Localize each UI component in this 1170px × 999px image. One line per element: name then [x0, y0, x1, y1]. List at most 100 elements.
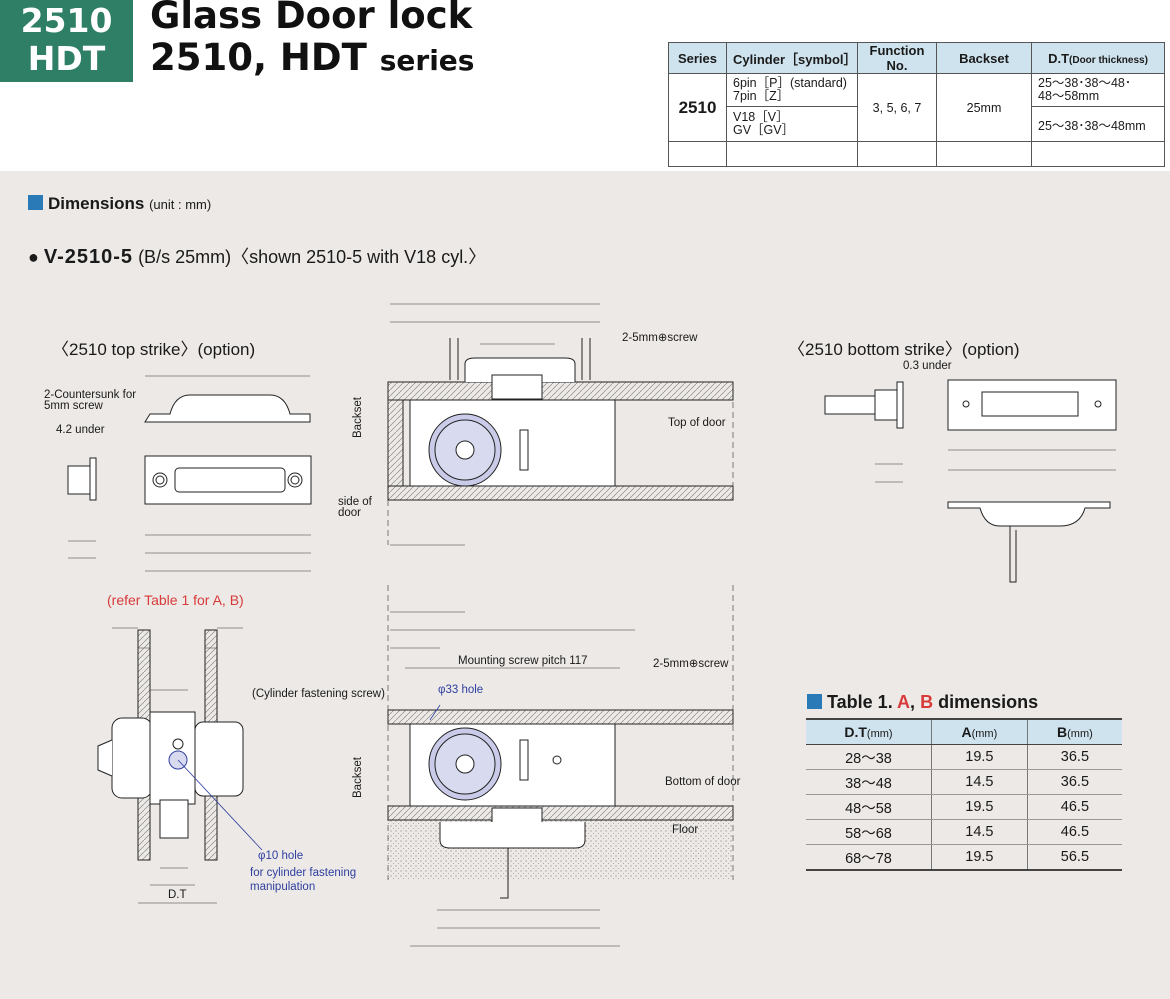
countersunk-note-2: 5mm screw: [44, 400, 103, 412]
bottom-strike-label: 〈2510 bottom strike〉(option): [788, 340, 1020, 359]
cylinder-cell-1: 6pin［P］(standard)7pin［Z］: [726, 73, 858, 107]
hole-33-label: φ33 hole: [438, 684, 484, 696]
series-spec-table: Series Cylinder［symbol］ Function No. Bac…: [668, 42, 1165, 167]
t1-cell: 46.5: [1026, 794, 1122, 820]
table1-title-suffix: dimensions: [938, 692, 1039, 712]
screw-note-mid: 2-5mm⊕screw: [653, 658, 729, 670]
side-of-door-label-2: door: [338, 507, 362, 519]
screw-note-top: 2-5mm⊕screw: [622, 332, 698, 344]
table1-title-sep: ,: [910, 692, 916, 712]
dt1-l2: 48〜58mm: [1038, 89, 1100, 103]
dt-cell-2: 25〜38･38〜48mm: [1031, 106, 1165, 142]
model-heading: ● V-2510-5 (B/s 25mm)〈shown 2510-5 with …: [28, 246, 487, 268]
t1-cell: 48～58: [806, 794, 932, 820]
table1-square-icon: [807, 694, 822, 709]
t1-cell: 14.5: [930, 819, 1028, 845]
top-strike-front-view: [144, 455, 312, 505]
main-bottom-section-view: [387, 709, 734, 899]
page-title-series-name: 2510, HDT: [150, 36, 367, 79]
badge-line-1: 2510: [20, 1, 113, 40]
hole-10-label: φ10 hole: [258, 850, 304, 862]
page-title-line-2: 2510, HDT series: [150, 36, 474, 79]
t1-cell: 19.5: [930, 744, 1028, 770]
backset-cell: 25mm: [936, 73, 1032, 142]
col-dt-suffix: (Door thickness): [1069, 54, 1148, 66]
t1-cell: 56.5: [1026, 844, 1122, 871]
bottom-strike-front-view: [947, 379, 1117, 431]
section-square-icon: [28, 195, 43, 210]
col-dt-label: D.T: [1048, 50, 1070, 66]
col-cylinder: Cylinder［symbol］: [726, 42, 858, 74]
t1-col-a-label: A: [961, 724, 972, 740]
cyl1-l1: 6pin［P］(standard): [733, 76, 847, 90]
hole-10-note-1: for cylinder fastening: [250, 867, 357, 879]
page-title-suffix: series: [379, 44, 475, 77]
bottom-strike-side-view: [824, 381, 904, 429]
top-strike-side-view: [144, 394, 311, 423]
dt1-l1: 25〜38･38〜48･: [1038, 76, 1132, 90]
bottom-of-door-label: Bottom of door: [665, 776, 741, 788]
series-badge: 2510 HDT: [0, 0, 133, 82]
t1-col-a-unit: (mm): [971, 728, 998, 740]
t1-cell: 38～48: [806, 769, 932, 795]
dimensions-title: Dimensions: [48, 194, 145, 213]
under-4-2-note: 4.2 under: [56, 424, 105, 436]
t1-cell: 58～68: [806, 819, 932, 845]
t1-cell: 14.5: [930, 769, 1028, 795]
under-0-3-note: 0.3 under: [903, 360, 952, 372]
t1-cell: 19.5: [930, 794, 1028, 820]
function-cell: 3, 5, 6, 7: [857, 73, 937, 142]
bottom-strike-section-view: [947, 501, 1111, 583]
t1-cell: 46.5: [1026, 819, 1122, 845]
left-elevation-view: [97, 629, 244, 861]
main-top-section-view: [387, 338, 734, 501]
top-strike-end-view: [67, 457, 97, 501]
cylinder-cell-2: V18［V］GV［GV］: [726, 106, 858, 142]
t1-cell: 36.5: [1026, 744, 1122, 770]
model-name: V-2510-5: [43, 246, 134, 268]
dimensions-unit: (unit : mm): [149, 197, 212, 212]
t1-col-dt-unit: (mm): [866, 728, 893, 740]
t1-col-b-unit: (mm): [1067, 728, 1093, 740]
t1-col-a: A(mm): [930, 718, 1028, 745]
table1-title-b: B: [920, 692, 934, 712]
badge-line-2: HDT: [27, 39, 106, 78]
hole-10-note-2: manipulation: [250, 881, 316, 893]
t1-col-dt: D.T(mm): [806, 718, 932, 745]
top-of-door-label: Top of door: [668, 417, 726, 429]
t1-cell: 19.5: [930, 844, 1028, 871]
col-dt: D.T(Door thickness): [1031, 42, 1165, 74]
floor-label: Floor: [672, 824, 699, 836]
backset-label-top: Backset: [352, 397, 364, 438]
dt-cell-1: 25〜38･38〜48･48〜58mm: [1031, 73, 1165, 107]
mounting-pitch-label: Mounting screw pitch 117: [458, 655, 588, 667]
dimensions-heading: Dimensions (unit : mm): [28, 194, 211, 214]
dt-dimension-label: D.T: [168, 889, 187, 901]
col-function: Function No.: [857, 42, 937, 74]
countersunk-note-1: 2-Countersunk for: [44, 389, 137, 401]
table1-title-a: A: [897, 692, 911, 712]
cyl1-l2: 7pin［Z］: [733, 89, 790, 103]
t1-col-b: B(mm): [1026, 718, 1122, 745]
cyl2-l2: GV［GV］: [733, 123, 795, 137]
series-cell: 2510: [668, 73, 727, 142]
backset-label-bottom: Backset: [352, 757, 364, 798]
t1-cell: 28～38: [806, 744, 932, 770]
col-backset: Backset: [936, 42, 1032, 74]
t1-cell: 36.5: [1026, 769, 1122, 795]
model-subtitle: (B/s 25mm)〈shown 2510-5 with V18 cyl.〉: [138, 247, 487, 267]
refer-table-note: (refer Table 1 for A, B): [107, 592, 244, 608]
cylinder-screw-label: (Cylinder fastening screw): [252, 688, 385, 700]
t1-cell: 68～78: [806, 844, 932, 871]
top-strike-label: 〈2510 top strike〉(option): [52, 340, 256, 359]
t1-col-dt-label: D.T: [844, 724, 867, 740]
t1-col-b-label: B: [1057, 724, 1068, 740]
table1-prefix: Table 1.: [827, 692, 893, 712]
